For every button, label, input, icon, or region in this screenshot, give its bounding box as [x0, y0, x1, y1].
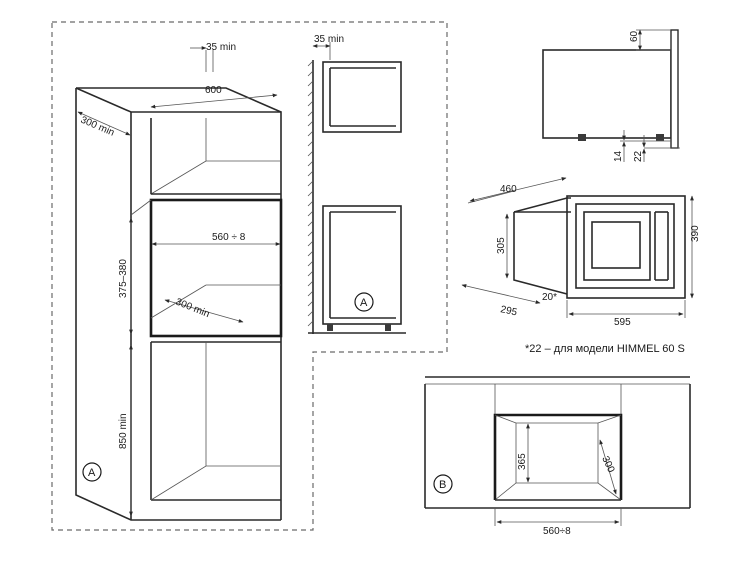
view-a-dashed-boundary [51, 21, 448, 531]
view-b-label: B [439, 479, 446, 491]
app-dim-22: 22 [633, 150, 644, 162]
app-dim-offset: 20* [542, 292, 557, 303]
app-dim-depth: 460 [500, 184, 517, 195]
dim-width: 600 [205, 85, 222, 96]
dim-bottom-height: 850 min [118, 413, 129, 449]
app-dim-top: 60 [629, 30, 640, 42]
app-dim-width: 595 [614, 317, 631, 328]
side-view-label: A [360, 297, 368, 309]
dim-opening-width: 560 ÷ 8 [212, 232, 246, 243]
appliance-side-view: 60 14 22 [542, 29, 680, 162]
app-dim-height: 305 [496, 237, 507, 254]
view-b: 365 300 560÷8 B [424, 376, 691, 537]
view-a-label: A [88, 467, 96, 479]
dim-depth: 300 min [79, 115, 116, 139]
dim-gap-top: 35 min [206, 42, 236, 53]
view-b-marker [433, 474, 453, 494]
app-dim-total-height: 390 [690, 225, 701, 242]
view-a-dimensions: 35 min 600 300 min 560 ÷ 8 375–380 300 m… [77, 42, 281, 517]
b-dim-height: 365 [517, 453, 528, 470]
app-dim-14: 14 [613, 150, 624, 162]
dim-opening-height: 375–380 [118, 259, 129, 298]
b-dim-depth: 300 [599, 455, 616, 475]
view-a-marker [82, 462, 102, 482]
app-dim-bottom-depth: 295 [499, 304, 518, 318]
appliance-front-view: 460 305 390 295 20* 595 [461, 177, 701, 328]
side-dim-gap: 35 min [314, 34, 344, 45]
dim-opening-depth: 300 min [174, 297, 211, 321]
b-dim-width: 560÷8 [543, 526, 571, 537]
side-view: 35 min A [307, 34, 406, 334]
footnote: *22 – для модели HIMMEL 60 S [525, 343, 685, 355]
side-view-marker [354, 292, 374, 312]
